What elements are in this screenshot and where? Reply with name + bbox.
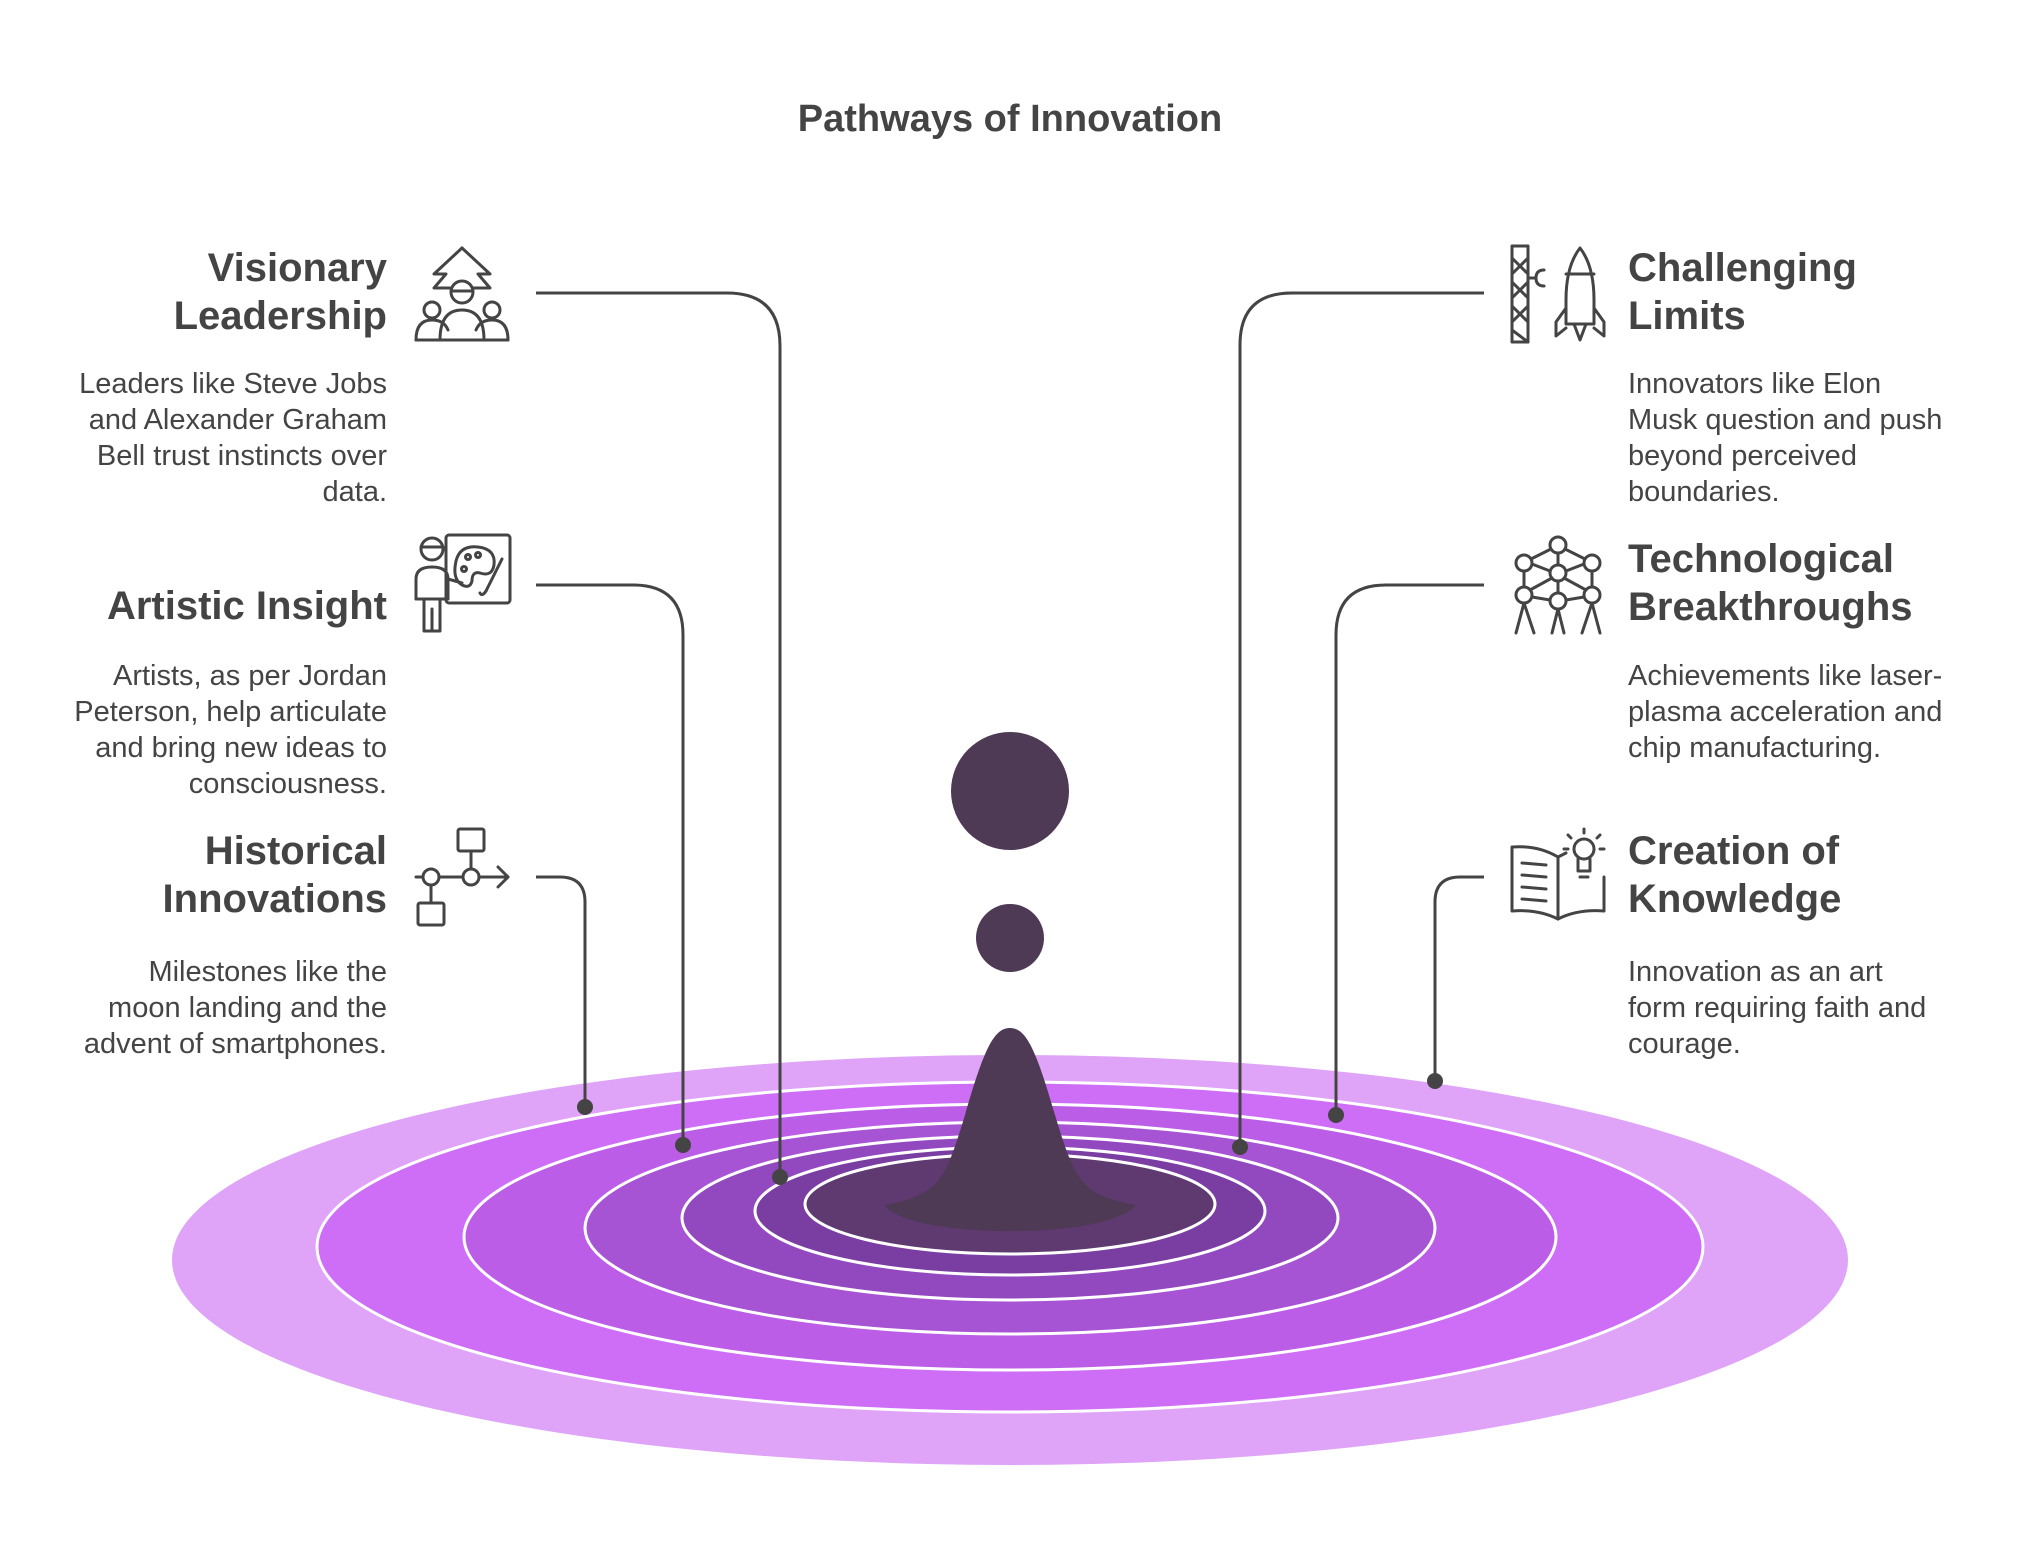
connector-dot-challenging xyxy=(1232,1139,1248,1155)
connector-challenging xyxy=(1238,291,1484,1147)
connector-historical xyxy=(536,875,587,1107)
flowchart-timeline-icon xyxy=(412,827,512,927)
historical-heading: Historical Innovations xyxy=(162,829,387,921)
artistic-description: Artists, as per Jordan Peterson, help ar… xyxy=(74,660,387,800)
rocket-launch-tower-icon xyxy=(1508,244,1608,344)
connector-dot-knowledge xyxy=(1427,1073,1443,1089)
atomium-structure-icon xyxy=(1508,535,1608,635)
droplet-small xyxy=(976,904,1044,972)
connector-dot-historical xyxy=(577,1099,593,1115)
connector-artistic xyxy=(536,583,685,1145)
technological-description: Achievements like laser- plasma accelera… xyxy=(1628,660,1943,764)
artist-palette-icon xyxy=(412,533,512,633)
droplet-large xyxy=(951,732,1069,850)
historical-description: Milestones like the moon landing and the… xyxy=(83,956,387,1060)
visionary-description: Leaders like Steve Jobs and Alexander Gr… xyxy=(79,368,387,508)
challenging-description: Innovators like Elon Musk question and p… xyxy=(1628,368,1943,508)
knowledge-heading: Creation of Knowledge xyxy=(1628,829,1842,921)
splash-drop xyxy=(884,1028,1136,1232)
knowledge-description: Innovation as an art form requiring fait… xyxy=(1628,956,1927,1060)
book-lightbulb-icon xyxy=(1508,827,1608,927)
connector-dot-technological xyxy=(1328,1107,1344,1123)
artistic-heading: Artistic Insight xyxy=(106,584,387,628)
connector-technological xyxy=(1334,583,1484,1115)
page-title: Pathways of Innovation xyxy=(797,98,1223,140)
connector-dot-artistic xyxy=(675,1137,691,1153)
technological-heading: Technological Breakthroughs xyxy=(1628,537,1913,629)
connector-knowledge xyxy=(1433,875,1484,1081)
connector-visionary xyxy=(536,291,782,1177)
visionary-heading: Visionary Leadership xyxy=(173,246,387,338)
challenging-heading: Challenging Limits xyxy=(1628,246,1857,338)
connector-dot-visionary xyxy=(772,1169,788,1185)
team-leader-arrow-icon xyxy=(412,244,512,344)
